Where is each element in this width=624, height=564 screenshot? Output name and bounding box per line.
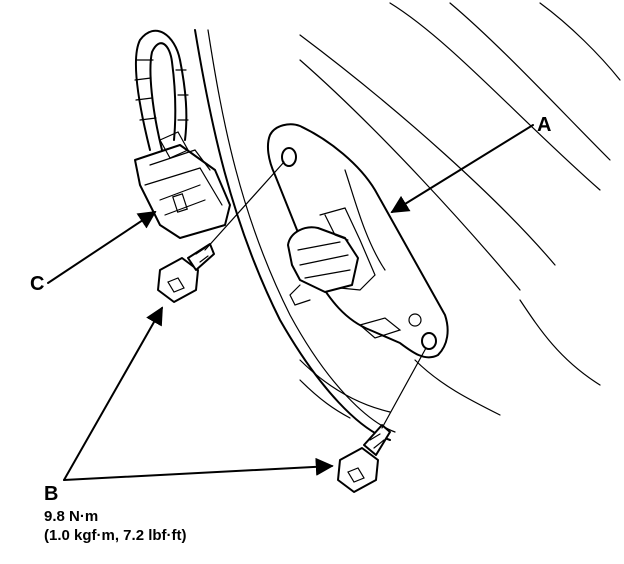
- leader-b-lower: [63, 457, 334, 481]
- leader-a: [390, 124, 534, 213]
- connector-c-illustration: [134, 131, 231, 239]
- wire-harness: [134, 29, 189, 151]
- torque-spec-imperial: (1.0 kgf·m, 7.2 lbf·ft): [44, 527, 187, 544]
- callout-c-label: C: [30, 273, 45, 295]
- leader-lines: [47, 124, 534, 481]
- torque-spec: 9.8 N·m (1.0 kgf·m, 7.2 lbf·ft): [44, 507, 187, 545]
- trim-edge: [194, 29, 501, 441]
- bolt-upper-illustration: [157, 243, 215, 303]
- bracket-a-illustration: [266, 123, 449, 359]
- leader-b-upper: [63, 306, 163, 481]
- bolt-lower-illustration: [337, 424, 391, 493]
- torque-spec-metric: 9.8 N·m: [44, 508, 99, 525]
- body-panel-lines: [299, 2, 621, 386]
- callout-b-label: B: [44, 483, 59, 505]
- bolt-lower-axis: [381, 347, 427, 429]
- bolt-upper-axis: [204, 161, 285, 251]
- callout-a-label: A: [537, 114, 552, 136]
- leader-c: [47, 211, 157, 284]
